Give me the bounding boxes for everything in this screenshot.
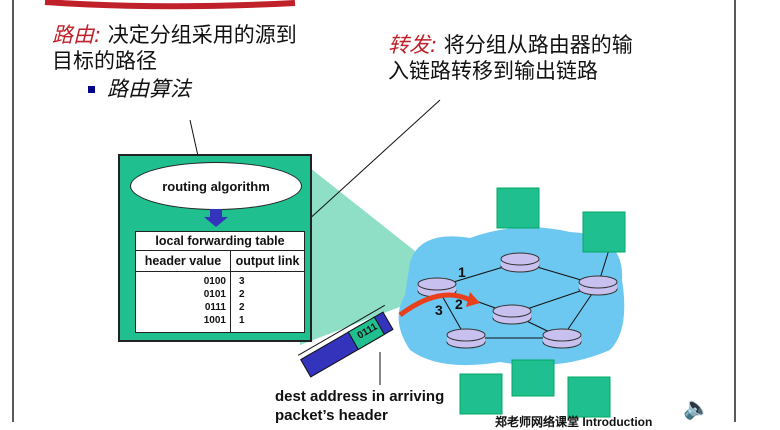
header-value: 0100 bbox=[203, 276, 226, 287]
output-link: 2 bbox=[239, 289, 245, 300]
link-label-3: 3 bbox=[435, 302, 443, 318]
down-arrowhead bbox=[204, 217, 228, 227]
routers bbox=[417, 252, 618, 349]
forwarding-arrow bbox=[398, 292, 472, 318]
forwarding-arrowhead bbox=[466, 292, 480, 307]
col-header-value: header value bbox=[136, 251, 231, 271]
forwarding-term: 转发: bbox=[388, 33, 438, 57]
output-link: 1 bbox=[239, 315, 245, 326]
zoom-beam bbox=[300, 160, 420, 345]
bullet-icon bbox=[88, 85, 95, 93]
link-label-1: 1 bbox=[458, 264, 466, 280]
table-title: local forwarding table bbox=[136, 232, 304, 251]
table-row: 0100 3 bbox=[136, 275, 304, 288]
table-row: 0111 2 bbox=[136, 301, 304, 314]
bullet-routing-algorithm: 路由算法 bbox=[88, 76, 191, 102]
forwarding-definition: 转发: 将分组从路由器的输入链路转移到输出链路 bbox=[388, 32, 633, 84]
routing-term: 路由: bbox=[52, 23, 102, 47]
pointer-forwarding bbox=[294, 99, 441, 233]
table-row: 1001 1 bbox=[136, 314, 304, 327]
router-icon bbox=[492, 304, 532, 325]
caption-line-1: dest address in arriving bbox=[275, 388, 445, 405]
routing-desc-2: 目标的路径 bbox=[52, 49, 157, 73]
router-icon bbox=[446, 328, 486, 349]
col-output-link: output link bbox=[235, 254, 300, 268]
down-arrow-icon bbox=[210, 209, 222, 217]
caption-line-2: packet’s header bbox=[275, 407, 388, 424]
output-link: 3 bbox=[239, 276, 245, 287]
router-icon bbox=[578, 275, 618, 296]
router-box: routing algorithm local forwarding table… bbox=[118, 154, 312, 342]
title-underline bbox=[44, 0, 296, 10]
table-row: 0101 2 bbox=[136, 288, 304, 301]
router-icon bbox=[500, 252, 540, 273]
speaker-icon[interactable]: 🔈 bbox=[683, 396, 711, 421]
forwarding-desc-2: 入链路转移到输出链路 bbox=[388, 59, 598, 83]
forwarding-desc-1: 将分组从路由器的输 bbox=[443, 33, 633, 57]
router-icon bbox=[542, 328, 582, 349]
routing-desc-1: 决定分组采用的源到 bbox=[107, 23, 297, 47]
header-value: 1001 bbox=[203, 315, 226, 326]
output-link: 2 bbox=[239, 302, 245, 313]
column-divider bbox=[230, 272, 231, 332]
routing-algorithm-ellipse: routing algorithm bbox=[130, 162, 302, 210]
caption: dest address in arriving packet’s header bbox=[275, 387, 444, 425]
header-value: 0111 bbox=[204, 302, 226, 313]
bullet-text: 路由算法 bbox=[107, 77, 191, 101]
link-label-2: 2 bbox=[455, 296, 463, 312]
packet bbox=[297, 304, 394, 378]
mini-router-tables bbox=[459, 187, 626, 418]
routing-definition: 路由: 决定分组采用的源到目标的路径 bbox=[52, 22, 297, 74]
forwarding-table: local forwarding table header value outp… bbox=[135, 231, 305, 333]
header-value: 0101 bbox=[203, 289, 226, 300]
